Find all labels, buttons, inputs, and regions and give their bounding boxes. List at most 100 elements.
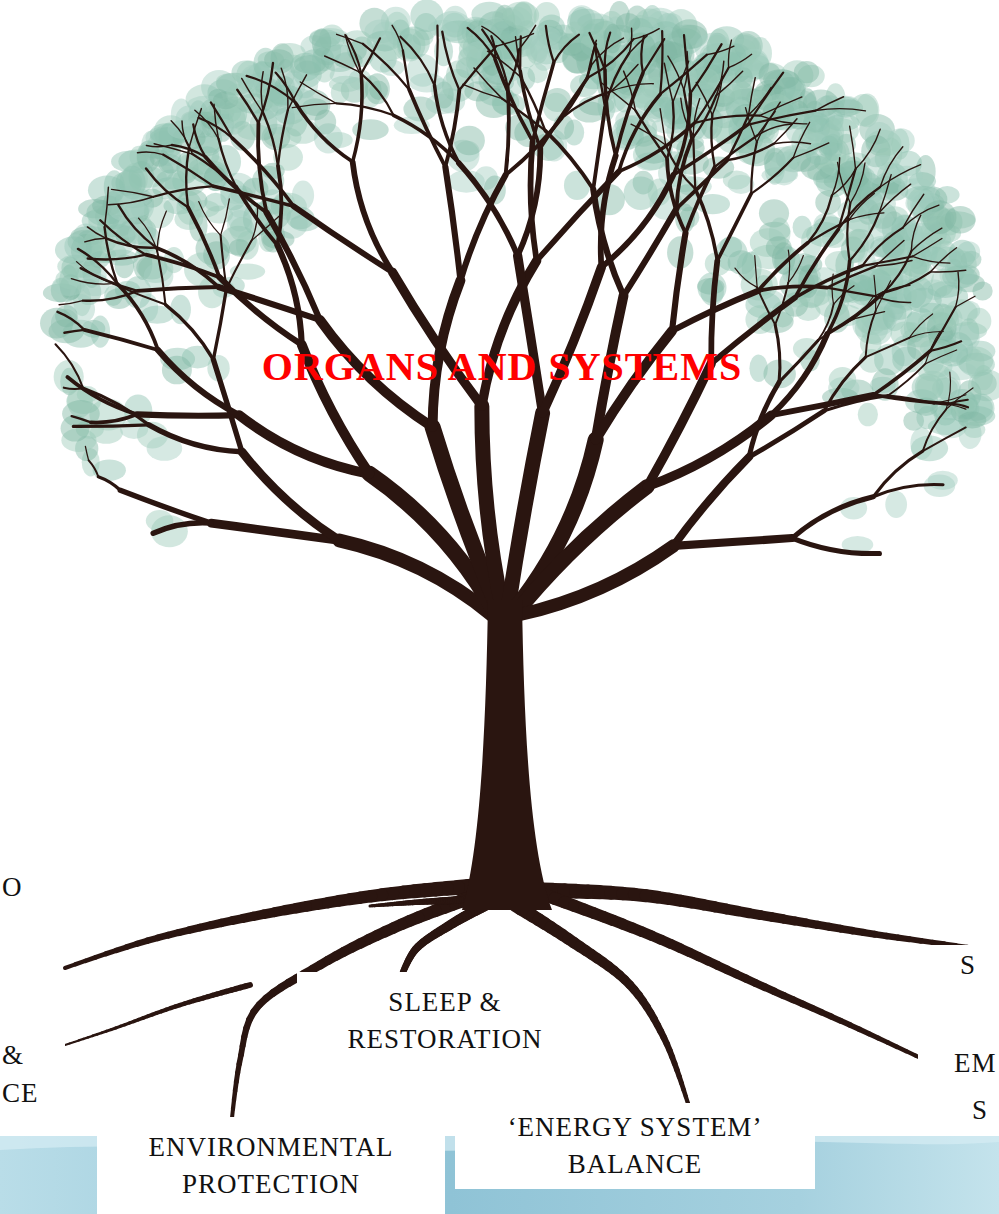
tree-branch — [157, 211, 166, 251]
tree-branch — [516, 37, 521, 77]
leaf-cloud — [40, 0, 999, 553]
root-label: CE — [2, 1075, 39, 1112]
tree-branch — [793, 143, 829, 158]
tree-branch — [138, 287, 219, 291]
root-box: ‘ENERGY SYSTEM’ BALANCE — [455, 1103, 815, 1189]
tree-branch — [605, 33, 610, 70]
tree-branch — [158, 350, 239, 415]
tree-branch — [631, 124, 666, 145]
root-box: &CE — [0, 975, 65, 1110]
tree-branch — [459, 163, 518, 256]
root-label: S — [972, 1092, 988, 1129]
tree-branch — [847, 203, 850, 261]
tree-branch — [137, 152, 163, 154]
tree-branch — [81, 268, 138, 291]
tree-branch — [146, 169, 188, 208]
tree-branch — [717, 194, 751, 261]
tree-branch — [156, 248, 218, 287]
tree-branch — [57, 312, 84, 330]
tree-branch — [757, 287, 775, 324]
root-label: SLEEP & RESTORATION — [309, 984, 581, 1058]
leaf — [763, 69, 799, 89]
tree-branch — [545, 131, 593, 190]
tree-branch — [751, 158, 793, 194]
tree-branch — [300, 82, 336, 103]
leaf — [806, 143, 833, 165]
tree-branch — [660, 109, 666, 145]
tree-branch — [193, 124, 205, 157]
tree-branch — [361, 38, 380, 73]
tree-branch — [85, 446, 88, 460]
tree-branch — [346, 36, 361, 74]
tree-branch — [879, 184, 910, 212]
tree-branch — [684, 90, 692, 140]
tree-branch — [546, 26, 554, 63]
tree-branch — [118, 205, 156, 248]
tree-branch — [100, 220, 146, 254]
tree-branch — [824, 357, 865, 411]
tree-branch — [137, 414, 239, 415]
tree-branch — [540, 78, 587, 149]
branch-system — [55, 25, 974, 615]
tree-branch — [237, 90, 258, 123]
leaf — [564, 171, 590, 200]
tree-branch — [463, 84, 502, 98]
tree-branch — [89, 460, 99, 476]
tree-branch — [149, 425, 242, 452]
tree-branch — [85, 238, 106, 242]
tree-branch — [153, 186, 213, 197]
tree-branch — [619, 94, 661, 171]
tree-branch — [488, 51, 521, 77]
tree-branch — [221, 199, 230, 236]
tree-branch — [435, 85, 459, 163]
tree-branch — [226, 241, 251, 289]
root-system — [65, 885, 990, 1118]
tree-branch — [815, 109, 865, 111]
tree-branch — [91, 414, 137, 422]
tree-branch — [186, 148, 189, 208]
leaf — [933, 308, 959, 332]
tree-branch — [88, 255, 146, 260]
tree-branch — [276, 73, 296, 104]
tree-branch — [629, 28, 632, 53]
leaf — [934, 405, 956, 426]
tree-branch — [666, 145, 696, 189]
root-box: ENVIRONMENTAL PROTECTION — [97, 1117, 445, 1214]
tree-branch — [593, 189, 623, 296]
tree-branch — [674, 538, 793, 546]
tree-branch — [827, 288, 875, 296]
tree-branch — [956, 296, 975, 307]
tree-branch — [543, 267, 602, 413]
tree-root — [65, 964, 75, 968]
tree-branch — [633, 29, 659, 39]
tree-branch — [73, 425, 148, 427]
tree-branch — [674, 457, 750, 546]
leaf — [801, 227, 822, 258]
tree-branch — [474, 68, 502, 99]
leaf — [331, 82, 350, 103]
tree-branch — [482, 26, 503, 42]
tree-branch — [888, 364, 925, 396]
tree-branch — [112, 189, 154, 196]
tree-root — [65, 1043, 70, 1045]
tree-branch — [792, 538, 879, 554]
tree-branch — [832, 274, 834, 304]
tree-branch — [345, 34, 359, 71]
cut-label: O — [2, 872, 23, 903]
tree-branch — [757, 102, 780, 135]
leaf — [697, 278, 724, 295]
leaf — [216, 73, 242, 90]
leaf — [949, 240, 977, 268]
tree-branch — [956, 272, 959, 307]
tree-branch — [749, 87, 772, 115]
tree-branch — [64, 330, 84, 333]
tree-branch — [353, 162, 393, 272]
tree-branch — [775, 283, 788, 325]
leaf — [237, 124, 270, 140]
tree-branch — [758, 243, 808, 291]
tree-branch — [760, 97, 802, 116]
tree-branch — [838, 163, 851, 203]
tree-branch — [903, 194, 924, 227]
tree-branch — [911, 228, 942, 251]
